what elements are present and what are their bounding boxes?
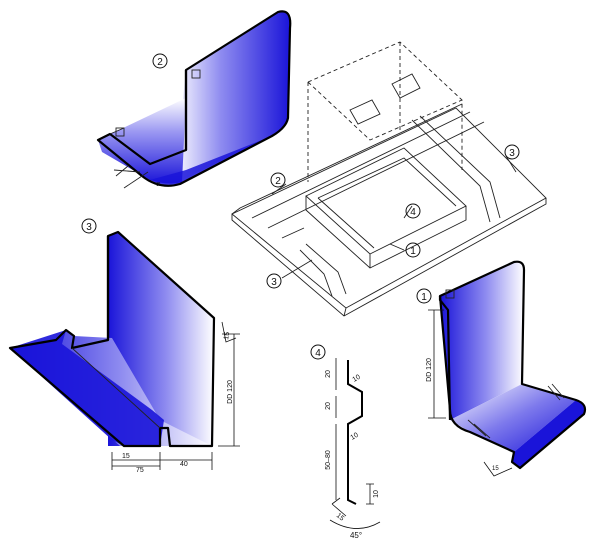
part-4-dim-d6: 10: [373, 490, 380, 498]
callout-3-assembly-circle: [504, 144, 520, 160]
svg-text:DD 120: DD 120: [227, 380, 234, 404]
callout-1-label: 1: [421, 292, 427, 303]
callout-3-assembly-label-b: 3: [271, 277, 277, 288]
callout-4-assembly-circle: [405, 203, 421, 219]
part-4-dim-d2: 10: [352, 374, 362, 384]
part-4-profile-line: [347, 360, 363, 505]
part-4-dim-d4: 10: [350, 432, 360, 442]
part-2-back-panel: [174, 11, 291, 185]
chimney-opening-2: [391, 73, 421, 99]
callout-1-assembly-circle: [405, 242, 421, 258]
part-1-break-lines: [467, 419, 491, 439]
callout-2-label: 2: [157, 57, 163, 68]
part-1-foot-dim: 15: [492, 466, 499, 472]
callout-3-assembly-label: 3: [509, 148, 515, 159]
callout-2-circle: [152, 53, 168, 69]
callout-4-assembly-label: 4: [410, 207, 416, 218]
part-3-flashing: DD 120 15 15 75 40 3: [8, 218, 240, 474]
callout-2-assembly-label: 2: [275, 176, 281, 187]
part-1-flashing: DD 120 15 1: [416, 260, 587, 477]
callout-3-assembly-circle-b: [266, 273, 282, 289]
callout-3-label: 3: [86, 222, 92, 233]
chimney-opening-1: [349, 99, 381, 125]
part-2-flashing: α 2: [96, 10, 292, 189]
callout-1-circle: [416, 288, 432, 304]
part-1-height-dim: 120: [426, 358, 433, 370]
svg-text:DD 120: DD 120: [426, 358, 433, 382]
callout-2-assembly-circle: [270, 172, 286, 188]
chimney-outline: [307, 41, 463, 182]
callout-4-circle: [310, 344, 326, 360]
rail-3-detail: [299, 243, 347, 297]
part-2-angle-label: α: [156, 181, 160, 188]
part-4-dim-d5: 50–80: [325, 450, 332, 470]
part-2-tray: [98, 98, 186, 184]
part-3-top-dim: 15: [223, 331, 231, 340]
part-3-dim-b2: 75: [136, 467, 144, 474]
callout-1-assembly-label: 1: [410, 246, 416, 257]
part-1-base: [450, 384, 576, 452]
part-1-return-edge: [512, 400, 585, 468]
part-4-dim-d3: 20: [325, 402, 332, 410]
part-3-dim-b3: 40: [180, 461, 188, 468]
part-3-dim-b1: 15: [122, 453, 130, 460]
callout-4-label: 4: [315, 348, 321, 359]
part-1-vertical-panel: [440, 261, 524, 420]
part-4-dim-d1: 20: [325, 370, 332, 378]
assembly-inner-tray: [305, 147, 467, 255]
callout-3-circle: [81, 218, 97, 234]
part-2-detail-mark: [191, 69, 201, 79]
part-4-angle: 45°: [350, 531, 362, 540]
part-3-height-dim: 120: [227, 380, 234, 392]
part-3-dd-label: DD: [227, 394, 234, 404]
part-1-dd-label: DD: [426, 372, 433, 382]
part-4-profile: 20 20 50–80 10 10 10 15 45° 4: [310, 344, 381, 540]
roof-assembly-view: 2 3 4 1 3: [231, 41, 547, 317]
part-2-break-lines: [113, 165, 141, 177]
part-4-dim-d7: 15: [335, 512, 346, 522]
